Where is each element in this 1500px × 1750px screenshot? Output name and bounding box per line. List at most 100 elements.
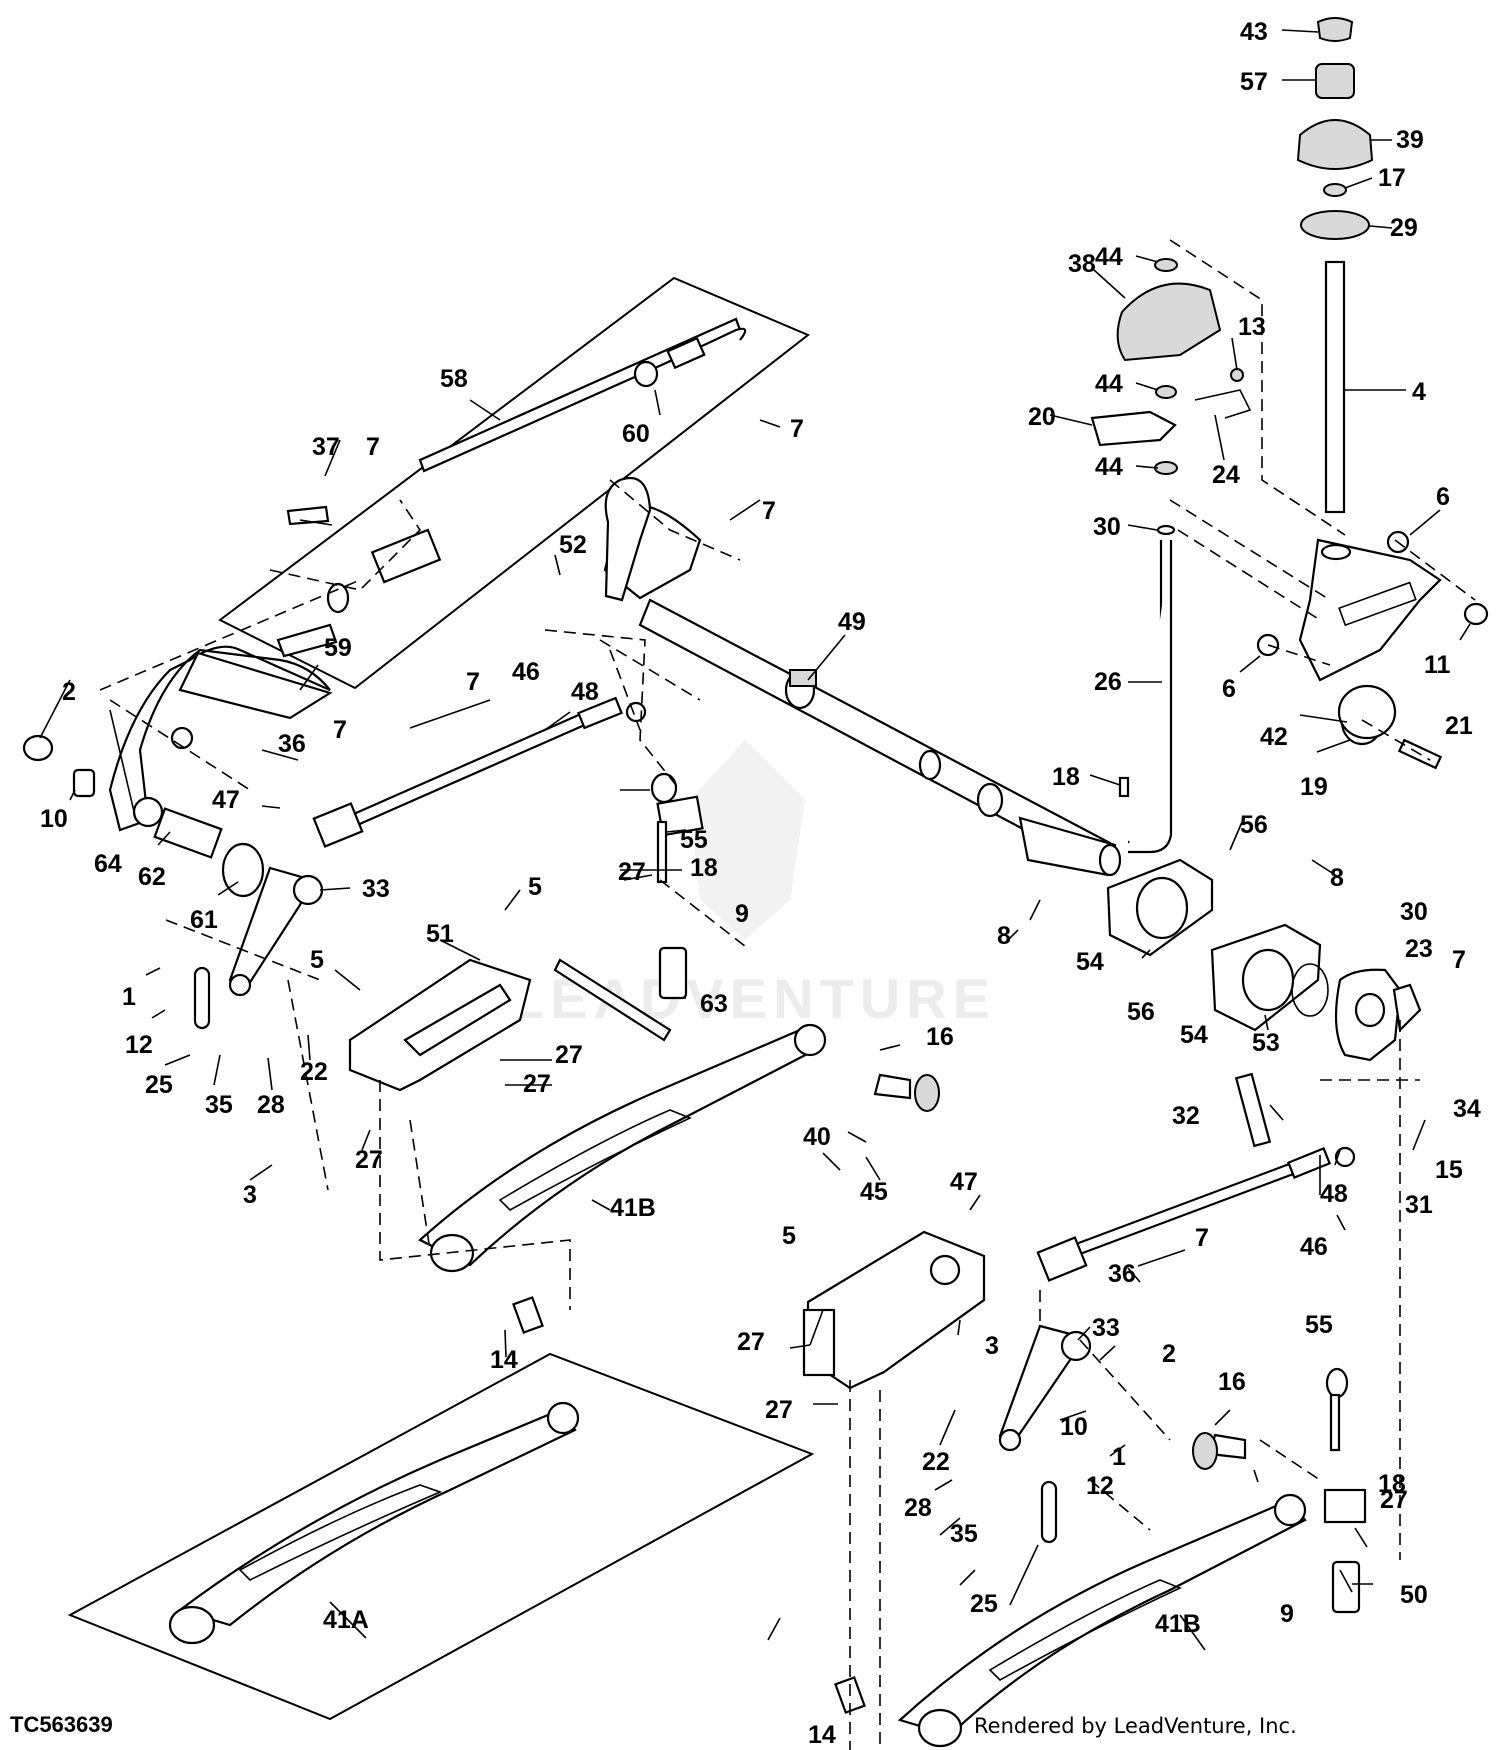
callout-12: 12	[1086, 1472, 1114, 1500]
rockshaft	[603, 477, 1122, 877]
callout-35: 35	[205, 1091, 233, 1119]
callout-48: 48	[571, 678, 599, 706]
callout-34: 34	[1453, 1095, 1481, 1123]
callout-26: 26	[1094, 668, 1122, 696]
callout-54: 54	[1180, 1021, 1208, 1049]
callout-36: 36	[278, 730, 306, 758]
callout-16: 16	[1218, 1368, 1246, 1396]
callout-8: 8	[1330, 864, 1344, 892]
callout-60: 60	[622, 420, 650, 448]
inset-box-hand-lever	[218, 276, 810, 690]
callout-57: 57	[1240, 68, 1268, 96]
callout-42: 42	[1260, 723, 1288, 751]
callout-44: 44	[1095, 243, 1123, 271]
callout-40: 40	[803, 1123, 831, 1151]
callout-1: 1	[122, 983, 136, 1011]
callout-22: 22	[300, 1058, 328, 1086]
callout-7: 7	[762, 497, 776, 525]
callout-55: 55	[1305, 1311, 1333, 1339]
callout-28: 28	[904, 1494, 932, 1522]
hand-lever-assembly	[276, 317, 747, 658]
right-bracket	[802, 1230, 986, 1390]
callout-35: 35	[950, 1520, 978, 1548]
callout-17: 17	[1378, 164, 1406, 192]
leader-lines	[39, 29, 1471, 1651]
callout-11: 11	[1424, 651, 1451, 679]
lever-bracket	[22, 645, 333, 898]
callout-51: 51	[426, 920, 454, 948]
callout-25: 25	[145, 1071, 173, 1099]
render-credit: Rendered by LeadVenture, Inc.	[974, 1714, 1297, 1738]
callout-29: 29	[1390, 214, 1418, 242]
lift-links	[312, 696, 1356, 1282]
inset-box-41a	[67, 1352, 815, 1721]
callout-7: 7	[1195, 1224, 1209, 1252]
callout-44: 44	[1095, 453, 1123, 481]
right-pivot-plate	[998, 1324, 1092, 1452]
callout-18: 18	[1378, 1470, 1406, 1498]
callout-1: 1	[1112, 1443, 1126, 1471]
callout-2: 2	[1162, 1340, 1176, 1368]
callout-12: 12	[125, 1031, 153, 1059]
callout-13: 13	[1238, 313, 1266, 341]
callout-7: 7	[333, 716, 347, 744]
bearings	[1106, 858, 1329, 1032]
callout-64: 64	[94, 850, 122, 878]
callout-23: 23	[1405, 935, 1433, 963]
callout-18: 18	[1052, 763, 1080, 791]
assembly-lines	[99, 239, 1476, 1750]
callout-47: 47	[950, 1168, 978, 1196]
figure-id: TC563639	[10, 1712, 113, 1737]
callout-4: 4	[1412, 378, 1426, 406]
callout-22: 22	[922, 1448, 950, 1476]
watermark-text: LEADVENTURE	[510, 967, 996, 1030]
callout-6: 6	[1222, 675, 1236, 703]
callout-14: 14	[808, 1721, 836, 1749]
callout-52: 52	[559, 531, 587, 559]
callout-3: 3	[243, 1181, 257, 1209]
callout-41B: 41B	[610, 1194, 656, 1222]
left-pivot-plate	[228, 866, 324, 997]
callout-25: 25	[970, 1590, 998, 1618]
callout-30: 30	[1400, 898, 1428, 926]
callout-10: 10	[1060, 1413, 1088, 1441]
swing-arms	[168, 1023, 1307, 1748]
callout-46: 46	[512, 658, 540, 686]
callout-41A: 41A	[323, 1606, 369, 1634]
callout-41B: 41B	[1155, 1610, 1201, 1638]
callout-47: 47	[212, 786, 240, 814]
callout-33: 33	[362, 875, 390, 903]
callout-55: 55	[680, 826, 708, 854]
callout-5: 5	[782, 1222, 796, 1250]
callout-27: 27	[1380, 1486, 1408, 1514]
callout-63: 63	[700, 990, 728, 1018]
callout-30: 30	[1093, 513, 1121, 541]
callout-56: 56	[1240, 811, 1268, 839]
callout-24: 24	[1212, 461, 1240, 489]
callout-5: 5	[528, 873, 542, 901]
callout-38: 38	[1068, 250, 1096, 278]
right-lift-arm	[1234, 968, 1422, 1148]
callout-7: 7	[366, 433, 380, 461]
callout-43: 43	[1240, 18, 1268, 46]
callout-39: 39	[1396, 126, 1424, 154]
callout-7: 7	[466, 668, 480, 696]
callout-58: 58	[440, 365, 468, 393]
callout-16: 16	[926, 1023, 954, 1051]
height-gear-assembly	[1090, 258, 1252, 854]
callout-62: 62	[138, 863, 166, 891]
callout-53: 53	[1252, 1029, 1280, 1057]
callout-21: 21	[1445, 712, 1473, 740]
callout-7: 7	[1452, 946, 1466, 974]
callout-2: 2	[62, 678, 76, 706]
callout-27: 27	[355, 1146, 383, 1174]
callout-56: 56	[1127, 998, 1155, 1026]
callout-31: 31	[1405, 1191, 1433, 1219]
callout-19: 19	[1300, 773, 1328, 801]
callout-labels: 1 1 2 2 3 3 4 5 5 5 6 6 7 7 7 7 7 7 7 8 …	[40, 18, 1481, 1749]
callout-46: 46	[1300, 1233, 1328, 1261]
callout-37: 37	[312, 433, 340, 461]
callout-59: 59	[324, 634, 352, 662]
callout-3: 3	[985, 1332, 999, 1360]
